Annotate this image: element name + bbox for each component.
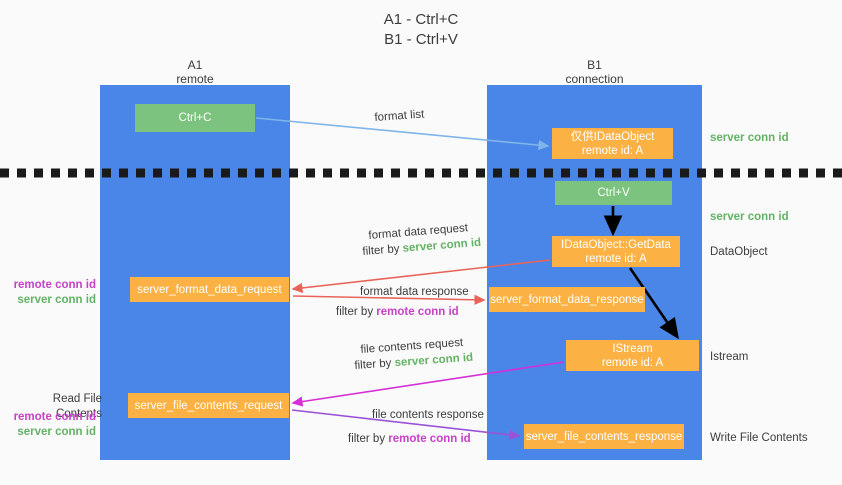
lane-b1-name: B1 xyxy=(587,58,602,72)
caption-file-contents-response-filter: filter by remote conn id xyxy=(348,432,471,447)
lane-header-b1: B1 connection xyxy=(487,58,702,86)
caption-fcr-filter-value: server conn id xyxy=(394,351,474,370)
label-server-conn-id-1: server conn id xyxy=(17,294,96,306)
diagram-title: A1 - Ctrl+C B1 - Ctrl+V xyxy=(0,10,842,50)
label-conn-ids-upper: remote conn id server conn id xyxy=(8,278,96,308)
caption-format-data-response: format data response xyxy=(360,286,469,298)
box-server-format-data-request[interactable]: server_format_data_request xyxy=(130,277,289,302)
lane-a1-subtitle: remote xyxy=(176,72,214,86)
caption-fcr-filter-prefix: filter by xyxy=(354,357,396,372)
lane-b1-subtitle: connection xyxy=(565,72,624,86)
caption-fcres-filter-prefix: filter by xyxy=(348,433,389,445)
label-istream: Istream xyxy=(710,351,749,363)
box-istream[interactable]: IStream remote id: A xyxy=(566,340,699,371)
label-server-conn-id-2: server conn id xyxy=(17,426,96,438)
box-getdata-line1: IDataObject::GetData xyxy=(561,238,671,251)
box-fmt-res-label: server_format_data_response xyxy=(490,293,644,306)
label-remote-conn-id-2: remote conn id xyxy=(13,411,96,423)
box-ctrl-c[interactable]: Ctrl+C xyxy=(135,104,255,132)
box-server-format-data-response[interactable]: server_format_data_response xyxy=(489,287,645,312)
caption-fdres-filter-prefix: filter by xyxy=(336,306,377,318)
lane-a1-name: A1 xyxy=(187,58,203,72)
caption-format-list: format list xyxy=(374,108,425,124)
label-dataobject: DataObject xyxy=(710,246,768,258)
title-line-1: A1 - Ctrl+C xyxy=(383,11,459,28)
caption-fdres-filter-value: remote conn id xyxy=(376,306,459,318)
label-write-file-contents: Write File Contents xyxy=(710,432,808,444)
label-server-conn-id-mid: server conn id xyxy=(710,211,789,223)
box-file-res-label: server_file_contents_response xyxy=(525,430,683,443)
box-fmt-req-label: server_format_data_request xyxy=(137,283,282,296)
caption-fcres-filter-value: remote conn id xyxy=(388,433,471,445)
caption-file-contents-response: file contents response xyxy=(372,409,484,421)
label-conn-ids-lower: remote conn id server conn id xyxy=(8,410,96,440)
box-idataobject-line1: 仅供IDataObject xyxy=(570,130,655,143)
box-server-file-contents-request[interactable]: server_file_contents_request xyxy=(128,393,289,418)
box-file-req-label: server_file_contents_request xyxy=(134,399,283,412)
box-ctrl-v[interactable]: Ctrl+V xyxy=(555,181,672,205)
lane-header-a1: A1 remote xyxy=(100,58,290,86)
label-read-file-contents: Read File Contents xyxy=(52,393,102,420)
box-ctrl-c-line1: Ctrl+C xyxy=(178,112,212,124)
box-idataobject[interactable]: 仅供IDataObject remote id: A xyxy=(552,128,673,159)
caption-format-data-response-filter: filter by remote conn id xyxy=(336,305,459,320)
caption-fdr-filter-prefix: filter by xyxy=(362,242,404,258)
box-idataobject-line2: remote id: A xyxy=(581,144,644,157)
label-remote-conn-id-1: remote conn id xyxy=(13,279,96,291)
box-istream-line2: remote id: A xyxy=(601,356,664,369)
label-server-conn-id-top: server conn id xyxy=(710,132,789,144)
box-idataobject-getdata[interactable]: IDataObject::GetData remote id: A xyxy=(552,236,680,267)
box-server-file-contents-response[interactable]: server_file_contents_response xyxy=(524,424,684,449)
box-getdata-line2: remote id: A xyxy=(585,252,647,265)
box-istream-line1: IStream xyxy=(612,342,653,355)
title-line-2: B1 - Ctrl+V xyxy=(384,31,458,48)
box-ctrl-v-line1: Ctrl+V xyxy=(597,187,630,199)
